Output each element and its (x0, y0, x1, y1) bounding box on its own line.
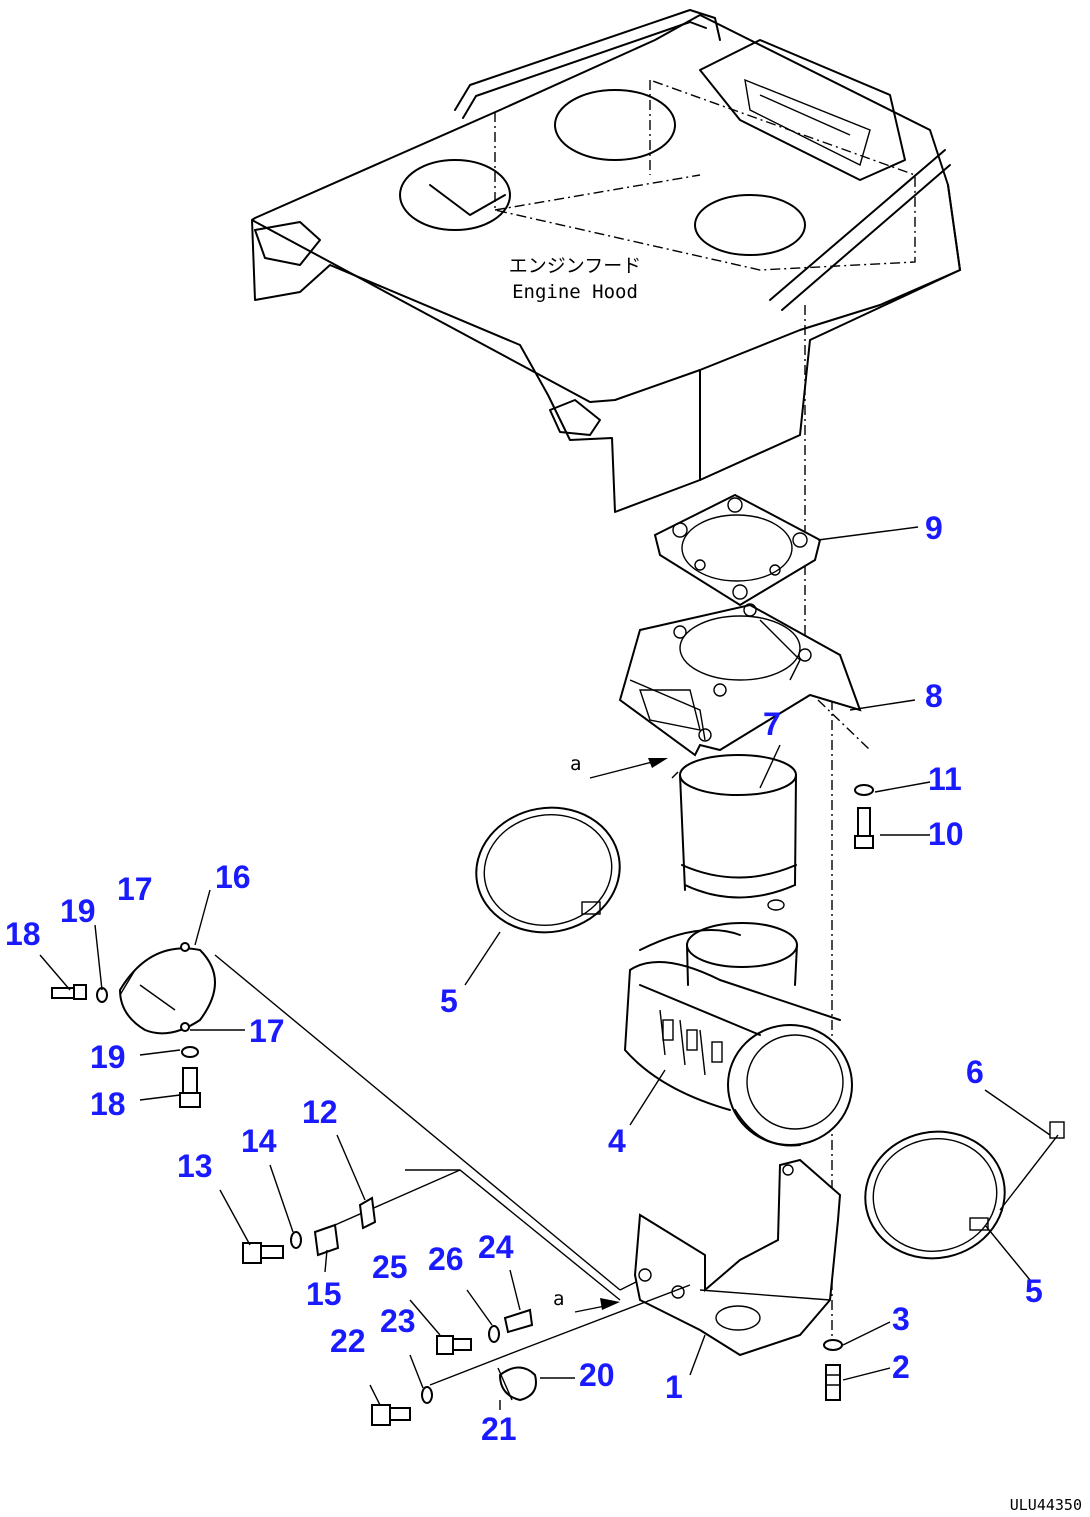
label-part-13: 13 (177, 1148, 213, 1184)
engine-hood: エンジンフード Engine Hood (251, 9, 961, 513)
engine-hood-label-en: Engine Hood (512, 281, 638, 303)
label-part-9: 9 (925, 510, 943, 546)
label-part-17-bottom: 17 (249, 1013, 285, 1049)
label-part-1: 1 (665, 1369, 683, 1405)
label-part-8: 8 (925, 678, 943, 714)
label-part-19-bottom: 19 (90, 1039, 126, 1075)
label-part-22: 22 (330, 1323, 366, 1359)
label-part-3: 3 (892, 1301, 910, 1337)
washer-part-14 (290, 1231, 302, 1249)
clamp-part-16 (119, 942, 216, 1035)
band-strap-part-6 (999, 1121, 1065, 1211)
label-part-16: 16 (215, 859, 251, 895)
bracket-part-8 (618, 603, 862, 757)
label-part-26: 26 (428, 1241, 464, 1277)
label-part-18-bottom: 18 (90, 1086, 126, 1122)
air-cleaner-body-part-4 (624, 922, 853, 1147)
washer-part-19-top (96, 987, 108, 1003)
bolt-part-10 (854, 807, 874, 849)
part-number-labels: 9 8 7 11 10 5 4 6 5 3 2 1 20 21 16 17 17… (5, 510, 1043, 1447)
inner-element-part-7 (671, 754, 797, 911)
label-part-4: 4 (608, 1123, 626, 1159)
view-arrow-a-top: a (570, 753, 668, 779)
bolt-part-22 (371, 1404, 411, 1426)
clamp-part-20 (497, 1366, 537, 1401)
clip-part-24 (503, 1308, 534, 1334)
gasket-part-9 (653, 493, 822, 607)
bolt-part-13 (242, 1242, 284, 1264)
label-part-23: 23 (380, 1303, 416, 1339)
bolt-part-25 (436, 1335, 472, 1355)
label-part-14: 14 (241, 1123, 277, 1159)
hose-band-part-5-right (864, 1130, 1006, 1260)
label-part-18-top: 18 (5, 916, 41, 952)
bolt-part-18-bottom (179, 1067, 201, 1108)
bolt-part-18-top (51, 984, 87, 1000)
label-part-2: 2 (892, 1349, 910, 1385)
label-part-25: 25 (372, 1249, 408, 1285)
washer-part-23 (421, 1386, 433, 1404)
label-part-19-top: 19 (60, 893, 96, 929)
clip-part-15 (313, 1223, 340, 1257)
washer-part-3 (823, 1339, 843, 1351)
hose-band-part-5-left (475, 806, 621, 934)
label-part-5-left: 5 (440, 983, 458, 1019)
label-part-5-right: 5 (1025, 1273, 1043, 1309)
engine-hood-label-jp: エンジンフード (509, 255, 641, 277)
clip-part-12 (358, 1196, 377, 1230)
view-mark-a-top: a (570, 753, 581, 775)
washer-part-11 (854, 784, 874, 796)
label-part-7: 7 (763, 706, 781, 742)
label-part-17-top: 17 (117, 871, 153, 907)
washer-part-19-bottom (181, 1046, 199, 1058)
label-part-15: 15 (306, 1276, 342, 1312)
label-part-6: 6 (966, 1054, 984, 1090)
label-part-20: 20 (579, 1357, 615, 1393)
label-part-11: 11 (928, 761, 962, 797)
view-arrow-a-bottom: a (553, 1288, 620, 1313)
drawing-code: ULU44350 (1010, 1496, 1082, 1514)
label-part-10: 10 (928, 816, 964, 852)
view-mark-a-bottom: a (553, 1288, 564, 1310)
label-part-12: 12 (302, 1094, 338, 1130)
lower-bracket-part-1 (633, 1158, 842, 1357)
label-part-24: 24 (478, 1229, 514, 1265)
label-part-21: 21 (481, 1411, 517, 1447)
leader-lines (39, 526, 1051, 1410)
washer-part-26 (488, 1325, 500, 1343)
bolt-part-2 (825, 1364, 841, 1401)
